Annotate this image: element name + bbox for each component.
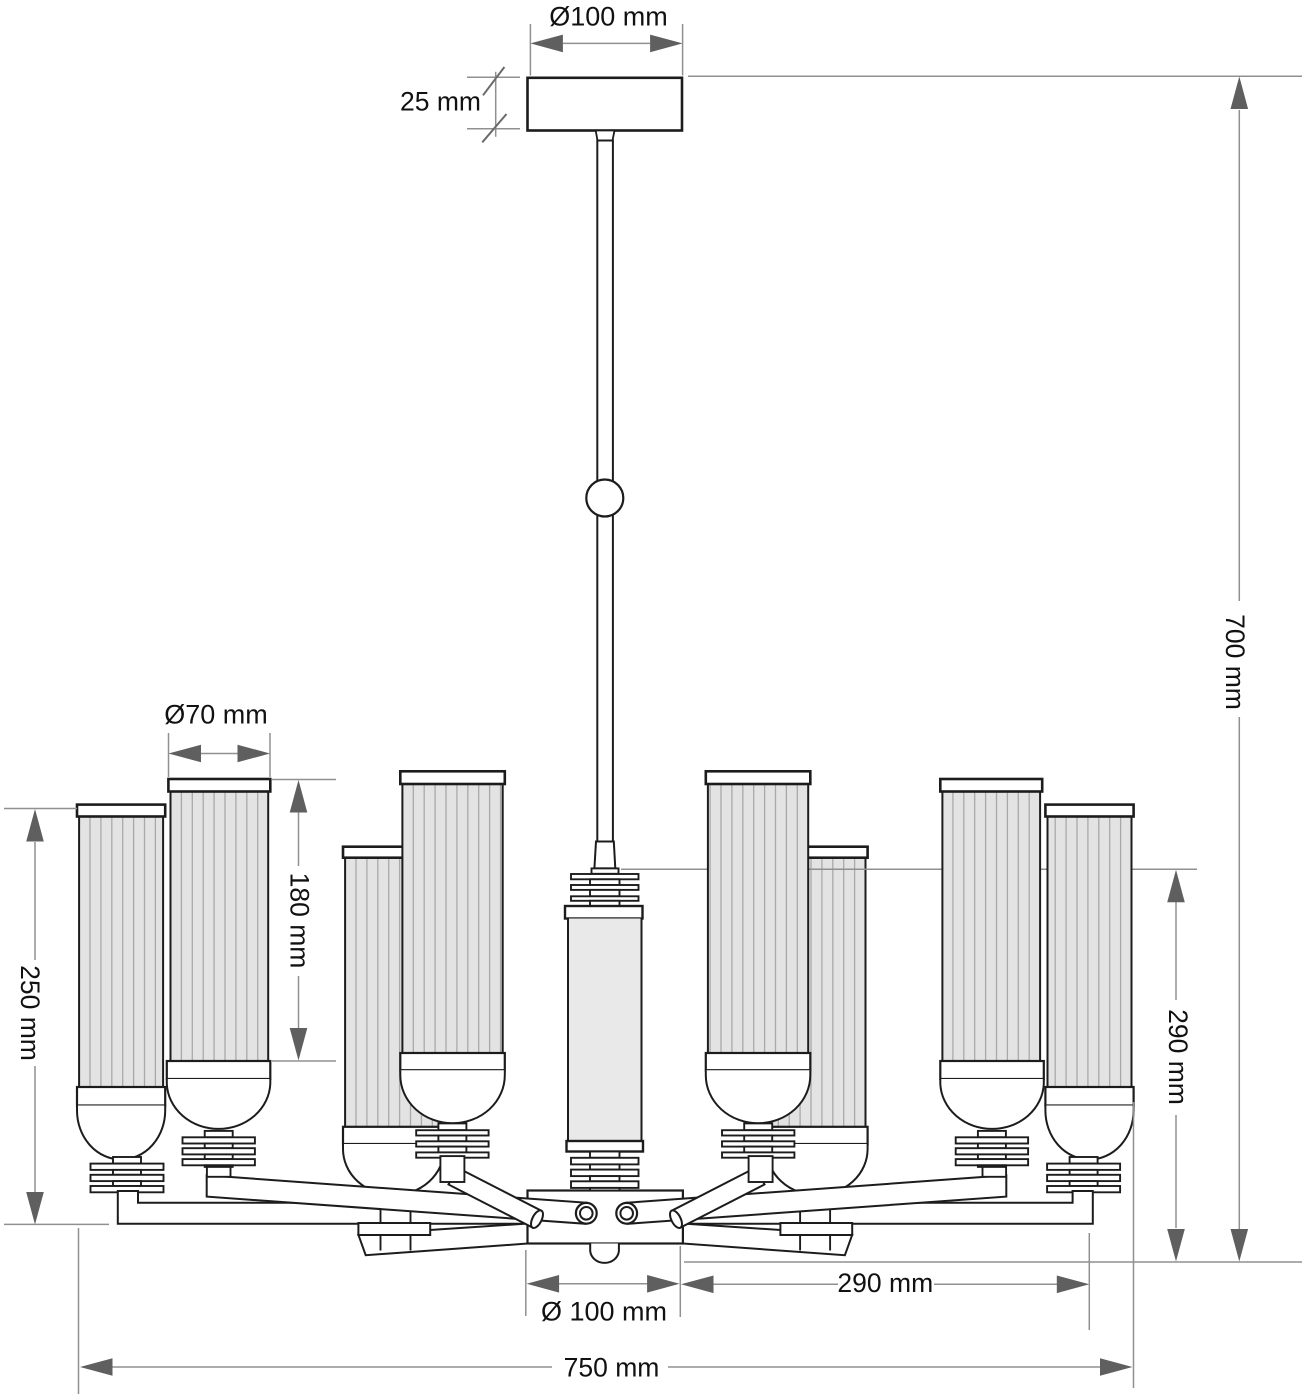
svg-text:Ø 100 mm: Ø 100 mm — [541, 1297, 667, 1327]
svg-text:Ø100 mm: Ø100 mm — [549, 2, 668, 32]
svg-text:290 mm: 290 mm — [837, 1268, 933, 1298]
svg-text:250 mm: 250 mm — [15, 965, 45, 1061]
svg-text:25 mm: 25 mm — [400, 87, 481, 117]
svg-text:700 mm: 700 mm — [1220, 614, 1250, 710]
svg-text:750 mm: 750 mm — [564, 1353, 660, 1383]
svg-text:Ø70 mm: Ø70 mm — [164, 700, 268, 730]
svg-text:290 mm: 290 mm — [1163, 1009, 1193, 1105]
svg-text:180 mm: 180 mm — [285, 873, 315, 969]
